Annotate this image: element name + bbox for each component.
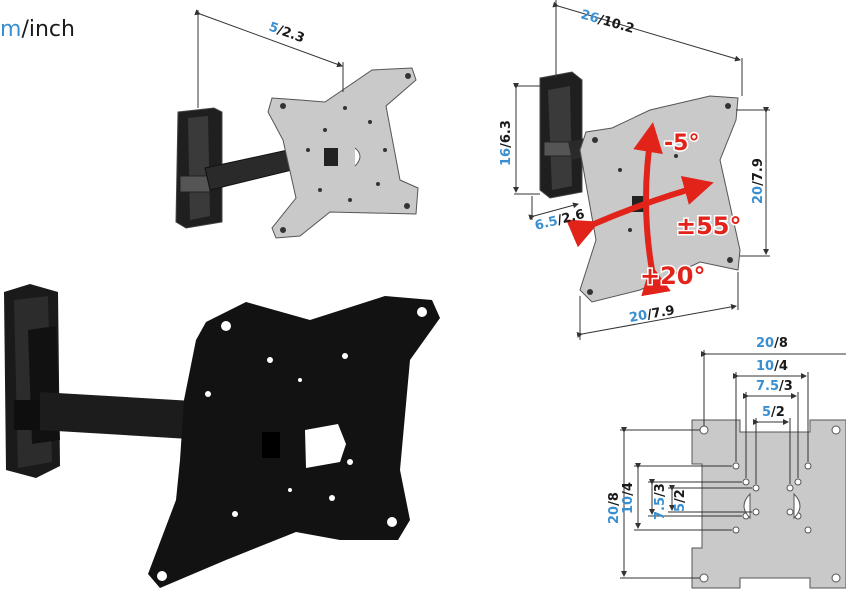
- wall-height-label: 16/6.3: [499, 120, 514, 166]
- product-photo: [4, 284, 440, 588]
- plate-width-label: 20/7.9: [628, 303, 676, 326]
- vesa-width-7-5-label: 7.5/3: [756, 379, 793, 394]
- vesa-plate-drawing: [620, 350, 846, 589]
- wall-width-label: 6.5/2.6: [533, 207, 586, 234]
- tilt-down-label: +20°: [640, 262, 706, 290]
- vesa-height-10-label: 10/4: [621, 482, 636, 514]
- vesa-height-5-label: 5/2: [673, 489, 688, 512]
- vesa-width-20-label: 20/8: [756, 336, 788, 351]
- tilt-up-label: -5°: [664, 131, 699, 156]
- swivel-label: ±55°: [676, 212, 742, 240]
- plate-height-label: 20/7.9: [751, 158, 766, 204]
- side-mount-drawing: [513, 0, 770, 340]
- depth-label: 26/10.2: [579, 7, 636, 37]
- vesa-height-20-label: 20/8: [607, 492, 622, 524]
- top-mount-drawing: [175, 9, 419, 239]
- vesa-height-7-5-label: 7.5/3: [653, 483, 668, 520]
- vesa-width-5-label: 5/2: [762, 405, 785, 420]
- unit-header: m/inch: [0, 17, 75, 42]
- arm-extension-label: 5/2.3: [267, 20, 307, 47]
- vesa-width-10-label: 10/4: [756, 359, 788, 374]
